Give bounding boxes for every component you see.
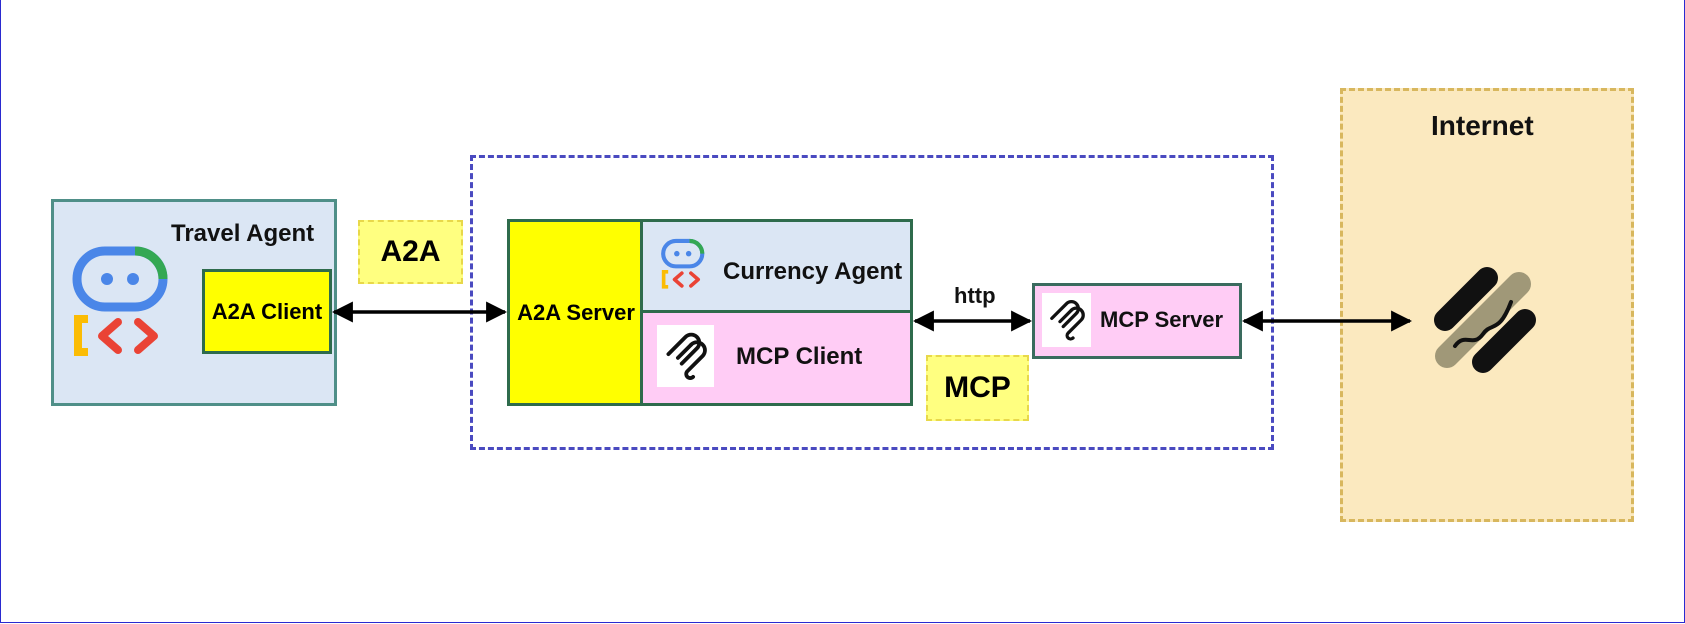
- internet-logo-icon: [1434, 267, 1536, 373]
- currency-agent-label: Currency Agent: [723, 258, 903, 285]
- mcp-server-label: MCP Server: [1100, 307, 1224, 332]
- a2a-client-box: A2A Client: [202, 269, 332, 354]
- mcp-protocol-label: MCP: [926, 355, 1029, 421]
- http-label: http: [954, 283, 996, 308]
- mcp-logo-tile: [1042, 293, 1091, 347]
- mcp-logo-tile: [657, 325, 714, 387]
- mcp-client-label: MCP Client: [736, 343, 863, 370]
- agent-robot-icon: [72, 246, 168, 356]
- mcp-logo-icon: [666, 332, 707, 380]
- travel-agent-title: Travel Agent: [171, 220, 315, 247]
- mcp-logo-icon: [1050, 300, 1085, 341]
- internet-label: Internet: [1431, 110, 1534, 141]
- agent-robot-icon: [661, 238, 705, 289]
- a2a-protocol-label: A2A: [358, 220, 463, 284]
- a2a-server-box: A2A Server: [507, 219, 642, 406]
